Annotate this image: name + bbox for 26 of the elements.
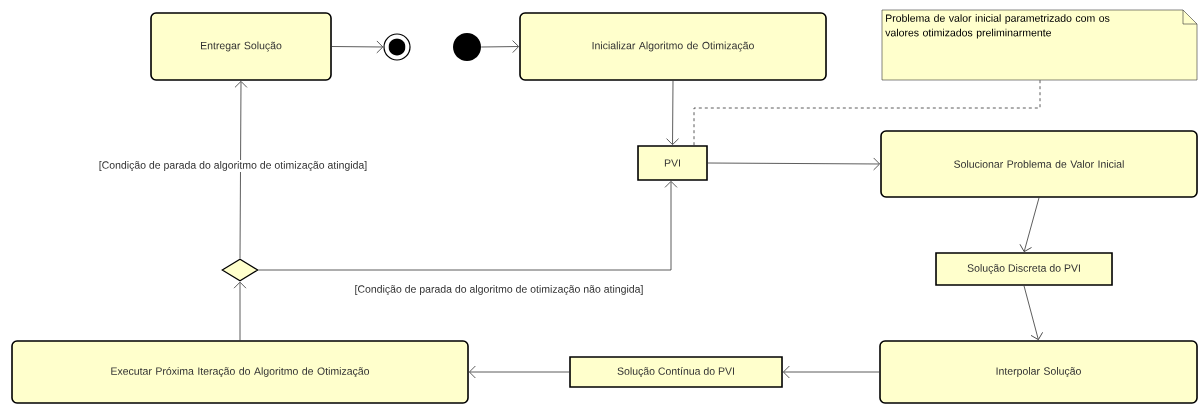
arrow [782,365,880,379]
action-box: Solucionar Problema de Valor Inicial [880,130,1198,198]
arrow [233,281,247,341]
note: Problema de valor inicial parametrizado com os valores otimizados preliminarmente [881,9,1198,81]
arrow [1019,197,1040,253]
action-box: Executar Próxima Iteração do Algoritmo de Otimização [11,340,469,404]
dashed-connector [693,79,1041,146]
object-box: PVI [637,145,708,181]
end-bullseye [383,33,411,61]
edge-label: [Condição de parada do algoritmo de otimização atingida] [97,160,369,172]
start-dot [453,33,481,61]
arrow [258,180,678,271]
edge-label: [Condição de parada do algoritmo de otimização não atingida] [353,284,645,296]
arrow [1023,285,1043,341]
object-box: Solução Contínua do PVI [569,356,783,388]
arrow [234,80,248,259]
arrow [480,40,520,53]
object-box: Solução Discreta do PVI [935,252,1113,286]
arrow [666,80,679,146]
arrow [331,40,384,54]
action-box: Inicializar Algoritmo de Otimização [519,12,827,81]
arrow [468,365,570,379]
decision-diamond [221,258,259,282]
arrow [707,157,881,171]
action-box: Entregar Solução [150,12,332,81]
action-box: Interpolar Solução [879,340,1198,404]
